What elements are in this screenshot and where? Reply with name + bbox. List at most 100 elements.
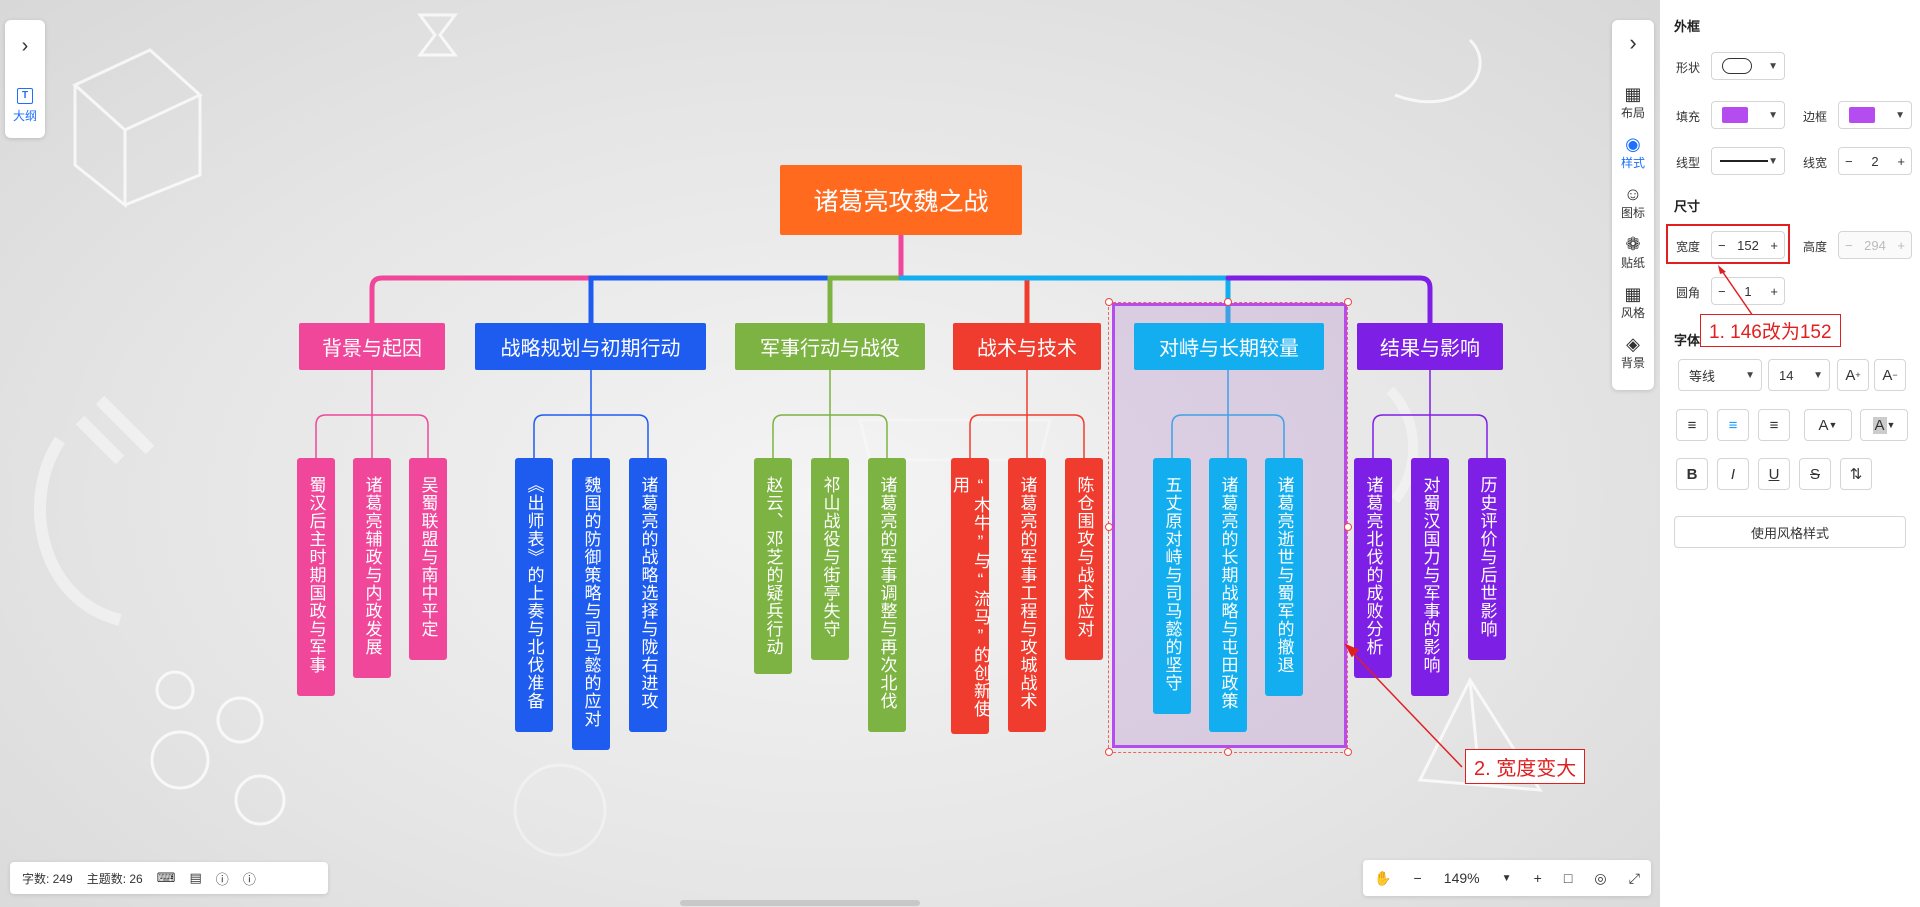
leaf-topic[interactable]: 《出师表》的上奏与北伐准备 xyxy=(515,458,553,732)
strikethrough-button[interactable]: S xyxy=(1799,458,1831,490)
leaf-topic[interactable]: 诸葛亮的军事调整与再次北伐 xyxy=(868,458,906,732)
align-center-icon[interactable]: ≡ xyxy=(1717,409,1749,441)
resize-handle-b[interactable] xyxy=(1224,748,1232,756)
radius-value[interactable]: 1 xyxy=(1744,283,1752,299)
shape-select[interactable]: ▼ xyxy=(1711,52,1785,80)
leaf-topic[interactable]: 诸葛亮的战略选择与陇右进攻 xyxy=(629,458,667,732)
shape-label: 形状 xyxy=(1676,61,1701,75)
leaf-topic[interactable]: 五丈原对峙与司马懿的坚守 xyxy=(1153,458,1191,714)
leaf-topic[interactable]: 对蜀汉国力与军事的影响 xyxy=(1411,458,1449,696)
horizontal-scrollbar[interactable] xyxy=(680,900,920,906)
leaf-topic[interactable]: 历史评价与后世影响 xyxy=(1468,458,1506,660)
line-type-select[interactable]: ▼ xyxy=(1711,147,1785,175)
root-topic[interactable]: 诸葛亮攻魏之战 xyxy=(780,165,1022,235)
tab-label: 图标 xyxy=(1620,206,1645,220)
smiley-icon: ☺ xyxy=(1623,184,1643,204)
resize-handle-bl[interactable] xyxy=(1105,748,1113,756)
plus-icon[interactable]: + xyxy=(1770,237,1778,253)
leaf-topic[interactable]: “木牛”与“流马”的创新使用 xyxy=(950,458,990,734)
structure-icon[interactable]: ▤ xyxy=(189,870,202,885)
rounded-rect-icon xyxy=(1722,58,1752,74)
underline-button[interactable]: U xyxy=(1758,458,1790,490)
zoom-bar: ✋ − 149% ▼ + □ ◎ ⤢ xyxy=(1363,860,1651,896)
leaf-topic[interactable]: 诸葛亮的军事工程与攻城战术 xyxy=(1008,458,1046,732)
leaf-topic[interactable]: 诸葛亮逝世与蜀军的撤退 xyxy=(1265,458,1303,696)
branch-standoff[interactable]: 对峙与长期较量 xyxy=(1134,323,1324,370)
leaf-topic[interactable]: 诸葛亮辅政与内政发展 xyxy=(353,458,391,678)
annotation-arrows xyxy=(1344,643,1463,768)
style-sidebar: 外框 形状 ▼ 填充 ▼ 边框 ▼ 线型 ▼ 线宽 − 2 + 尺寸 宽度 − … xyxy=(1660,0,1920,907)
use-theme-style-button[interactable]: 使用风格样式 xyxy=(1674,516,1906,548)
text-highlight-button[interactable]: A ▼ xyxy=(1860,409,1908,441)
annotation-width-change: 1. 146改为152 xyxy=(1700,314,1841,347)
branch-tactics[interactable]: 战术与技术 xyxy=(953,323,1101,370)
plus-icon[interactable]: + xyxy=(1770,283,1778,299)
width-value[interactable]: 152 xyxy=(1737,237,1759,253)
leaf-topic[interactable]: 赵云、邓芝的疑兵行动 xyxy=(754,458,792,674)
expand-chevron-icon[interactable]: › xyxy=(21,34,29,57)
leaf-topic[interactable]: 诸葛亮的长期战略与屯田政策 xyxy=(1209,458,1247,732)
tab-style[interactable]: ◉样式 xyxy=(1612,134,1654,171)
chevron-down-icon[interactable]: ▼ xyxy=(1501,872,1512,884)
branch-background[interactable]: 背景与起因 xyxy=(299,323,445,370)
layers-icon: ◈ xyxy=(1626,334,1640,354)
help-icon[interactable]: ⓘ xyxy=(242,871,256,887)
line-width-stepper[interactable]: − 2 + xyxy=(1838,147,1912,175)
minus-icon[interactable]: − xyxy=(1718,283,1726,299)
width-stepper[interactable]: − 152 + xyxy=(1711,231,1785,259)
zoom-out-button[interactable]: − xyxy=(1413,870,1422,886)
plus-icon[interactable]: + xyxy=(1897,153,1905,169)
chevron-down-icon: ▼ xyxy=(1813,369,1823,381)
font-decrease-button[interactable]: A− xyxy=(1874,359,1906,391)
align-right-icon[interactable]: ≡ xyxy=(1758,409,1790,441)
resize-handle-t[interactable] xyxy=(1224,298,1232,306)
resize-handle-r[interactable] xyxy=(1344,523,1352,531)
branch-military[interactable]: 军事行动与战役 xyxy=(735,323,925,370)
tab-sticker[interactable]: ❁贴纸 xyxy=(1612,234,1654,271)
mindmap-canvas[interactable]: 诸葛亮攻魏之战 背景与起因 战略规划与初期行动 军事行动与战役 战术与技术 对峙… xyxy=(0,0,1660,907)
font-size-select[interactable]: 14 ▼ xyxy=(1768,359,1830,391)
branch-result[interactable]: 结果与影响 xyxy=(1357,323,1503,370)
collapse-chevron-icon[interactable]: › xyxy=(1629,30,1637,55)
border-color-select[interactable]: ▼ xyxy=(1838,101,1912,129)
text-direction-icon[interactable]: ⇅ xyxy=(1840,458,1872,490)
leaf-topic[interactable]: 祁山战役与街亭失守 xyxy=(811,458,849,660)
leaf-topic[interactable]: 陈仓围攻与战术应对 xyxy=(1065,458,1103,660)
tab-theme[interactable]: ▦风格 xyxy=(1612,284,1654,321)
locate-icon[interactable]: ◎ xyxy=(1594,869,1607,886)
tab-layout[interactable]: ▦布局 xyxy=(1612,84,1654,121)
resize-handle-tr[interactable] xyxy=(1344,298,1352,306)
chevron-down-icon: ▼ xyxy=(1745,369,1755,381)
resize-handle-l[interactable] xyxy=(1105,523,1113,531)
fullscreen-icon[interactable]: ⤢ xyxy=(1628,869,1640,886)
branch-strategy[interactable]: 战略规划与初期行动 xyxy=(475,323,706,370)
hand-icon[interactable]: ✋ xyxy=(1374,869,1392,886)
radius-stepper[interactable]: − 1 + xyxy=(1711,277,1785,305)
minus-icon[interactable]: − xyxy=(1845,153,1853,169)
font-increase-button[interactable]: A+ xyxy=(1837,359,1869,391)
info-icon[interactable]: ⓘ xyxy=(215,871,229,887)
text-color-button[interactable]: A ▼ xyxy=(1804,409,1852,441)
minus-icon[interactable]: − xyxy=(1718,237,1726,253)
tab-background[interactable]: ◈背景 xyxy=(1612,334,1654,371)
resize-handle-tl[interactable] xyxy=(1105,298,1113,306)
align-left-icon[interactable]: ≡ xyxy=(1676,409,1708,441)
leaf-topic[interactable]: 蜀汉后主时期国政与军事 xyxy=(297,458,335,696)
fill-color-select[interactable]: ▼ xyxy=(1711,101,1785,129)
outline-button[interactable]: T 大纲 xyxy=(5,82,45,132)
leaf-topic[interactable]: 诸葛亮北伐的成败分析 xyxy=(1354,458,1392,678)
fit-screen-icon[interactable]: □ xyxy=(1563,870,1573,886)
text-icon: T xyxy=(17,88,33,104)
tab-icon[interactable]: ☺ 图标 xyxy=(1612,184,1654,221)
zoom-level[interactable]: 149% xyxy=(1443,870,1480,886)
line-width-value[interactable]: 2 xyxy=(1871,153,1879,169)
italic-button[interactable]: I xyxy=(1717,458,1749,490)
resize-handle-br[interactable] xyxy=(1344,748,1352,756)
keyboard-icon[interactable]: ⌨ xyxy=(156,870,176,885)
leaf-topic[interactable]: 吴蜀联盟与南中平定 xyxy=(409,458,447,660)
bold-button[interactable]: B xyxy=(1676,458,1708,490)
flower-icon: ❁ xyxy=(1625,234,1641,254)
zoom-in-button[interactable]: + xyxy=(1533,870,1542,886)
leaf-topic[interactable]: 魏国的防御策略与司马懿的应对 xyxy=(572,458,610,750)
font-family-select[interactable]: 等线 ▼ xyxy=(1678,359,1762,391)
